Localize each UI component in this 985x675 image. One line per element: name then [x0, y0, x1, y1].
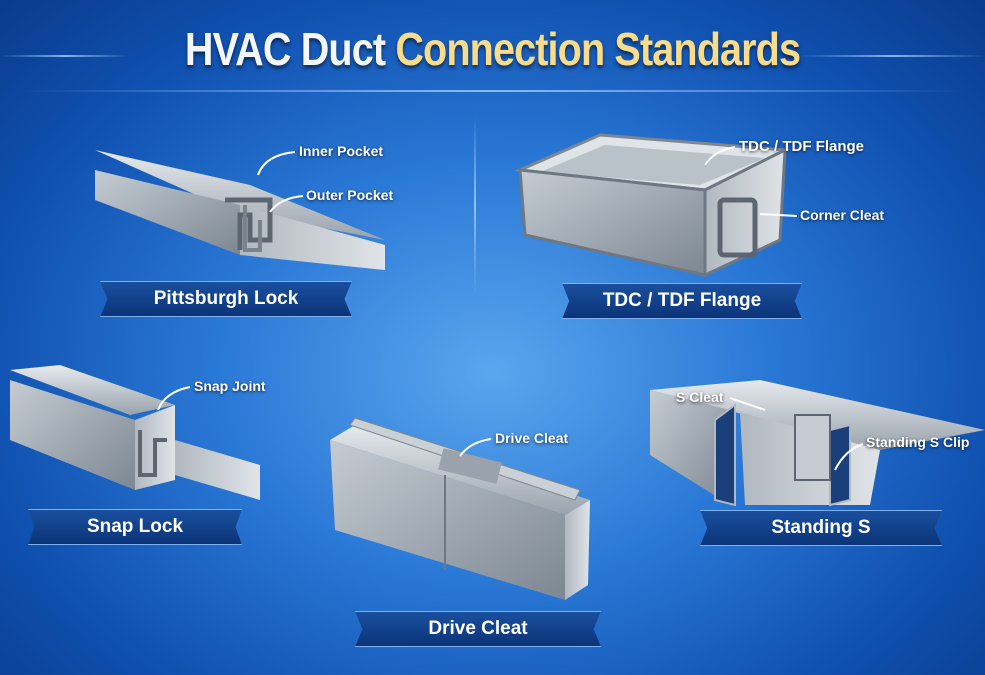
page-title: HVAC Duct Connection Standards	[69, 22, 916, 76]
title-rule-right	[800, 55, 985, 57]
title-part2: Connection Standards	[395, 23, 801, 75]
callout-s-cleat: S Cleat	[676, 389, 724, 405]
title-rule-left	[0, 55, 130, 57]
banner-standing-s: Standing S	[700, 510, 942, 546]
drive-cleat-illustration	[330, 417, 590, 600]
standing-s-illustration	[650, 380, 985, 507]
callout-snap-joint: Snap Joint	[194, 378, 266, 394]
banner-pittsburgh-lock: Pittsburgh Lock	[100, 281, 352, 317]
tdc-flange-illustration	[514, 133, 791, 278]
callout-outer-pocket: Outer Pocket	[306, 187, 394, 203]
title-part1: HVAC Duct	[184, 23, 386, 75]
panel-divider	[474, 115, 476, 295]
banner-snap-lock: Snap Lock	[28, 509, 242, 545]
callout-tdc-flange: TDC / TDF Flange	[739, 138, 864, 155]
callout-standing-s-clip: Standing S Clip	[866, 434, 970, 450]
banner-tdc-flange: TDC / TDF Flange	[562, 283, 802, 319]
snap-lock-illustration	[10, 365, 260, 500]
callout-corner-cleat: Corner Cleat	[800, 207, 885, 223]
pittsburgh-lock-illustration	[95, 150, 385, 270]
banner-drive-cleat: Drive Cleat	[355, 611, 601, 647]
callout-arrows	[157, 146, 864, 471]
callout-drive-cleat: Drive Cleat	[495, 430, 569, 446]
title-divider	[20, 90, 965, 92]
callout-inner-pocket: Inner Pocket	[299, 143, 384, 159]
